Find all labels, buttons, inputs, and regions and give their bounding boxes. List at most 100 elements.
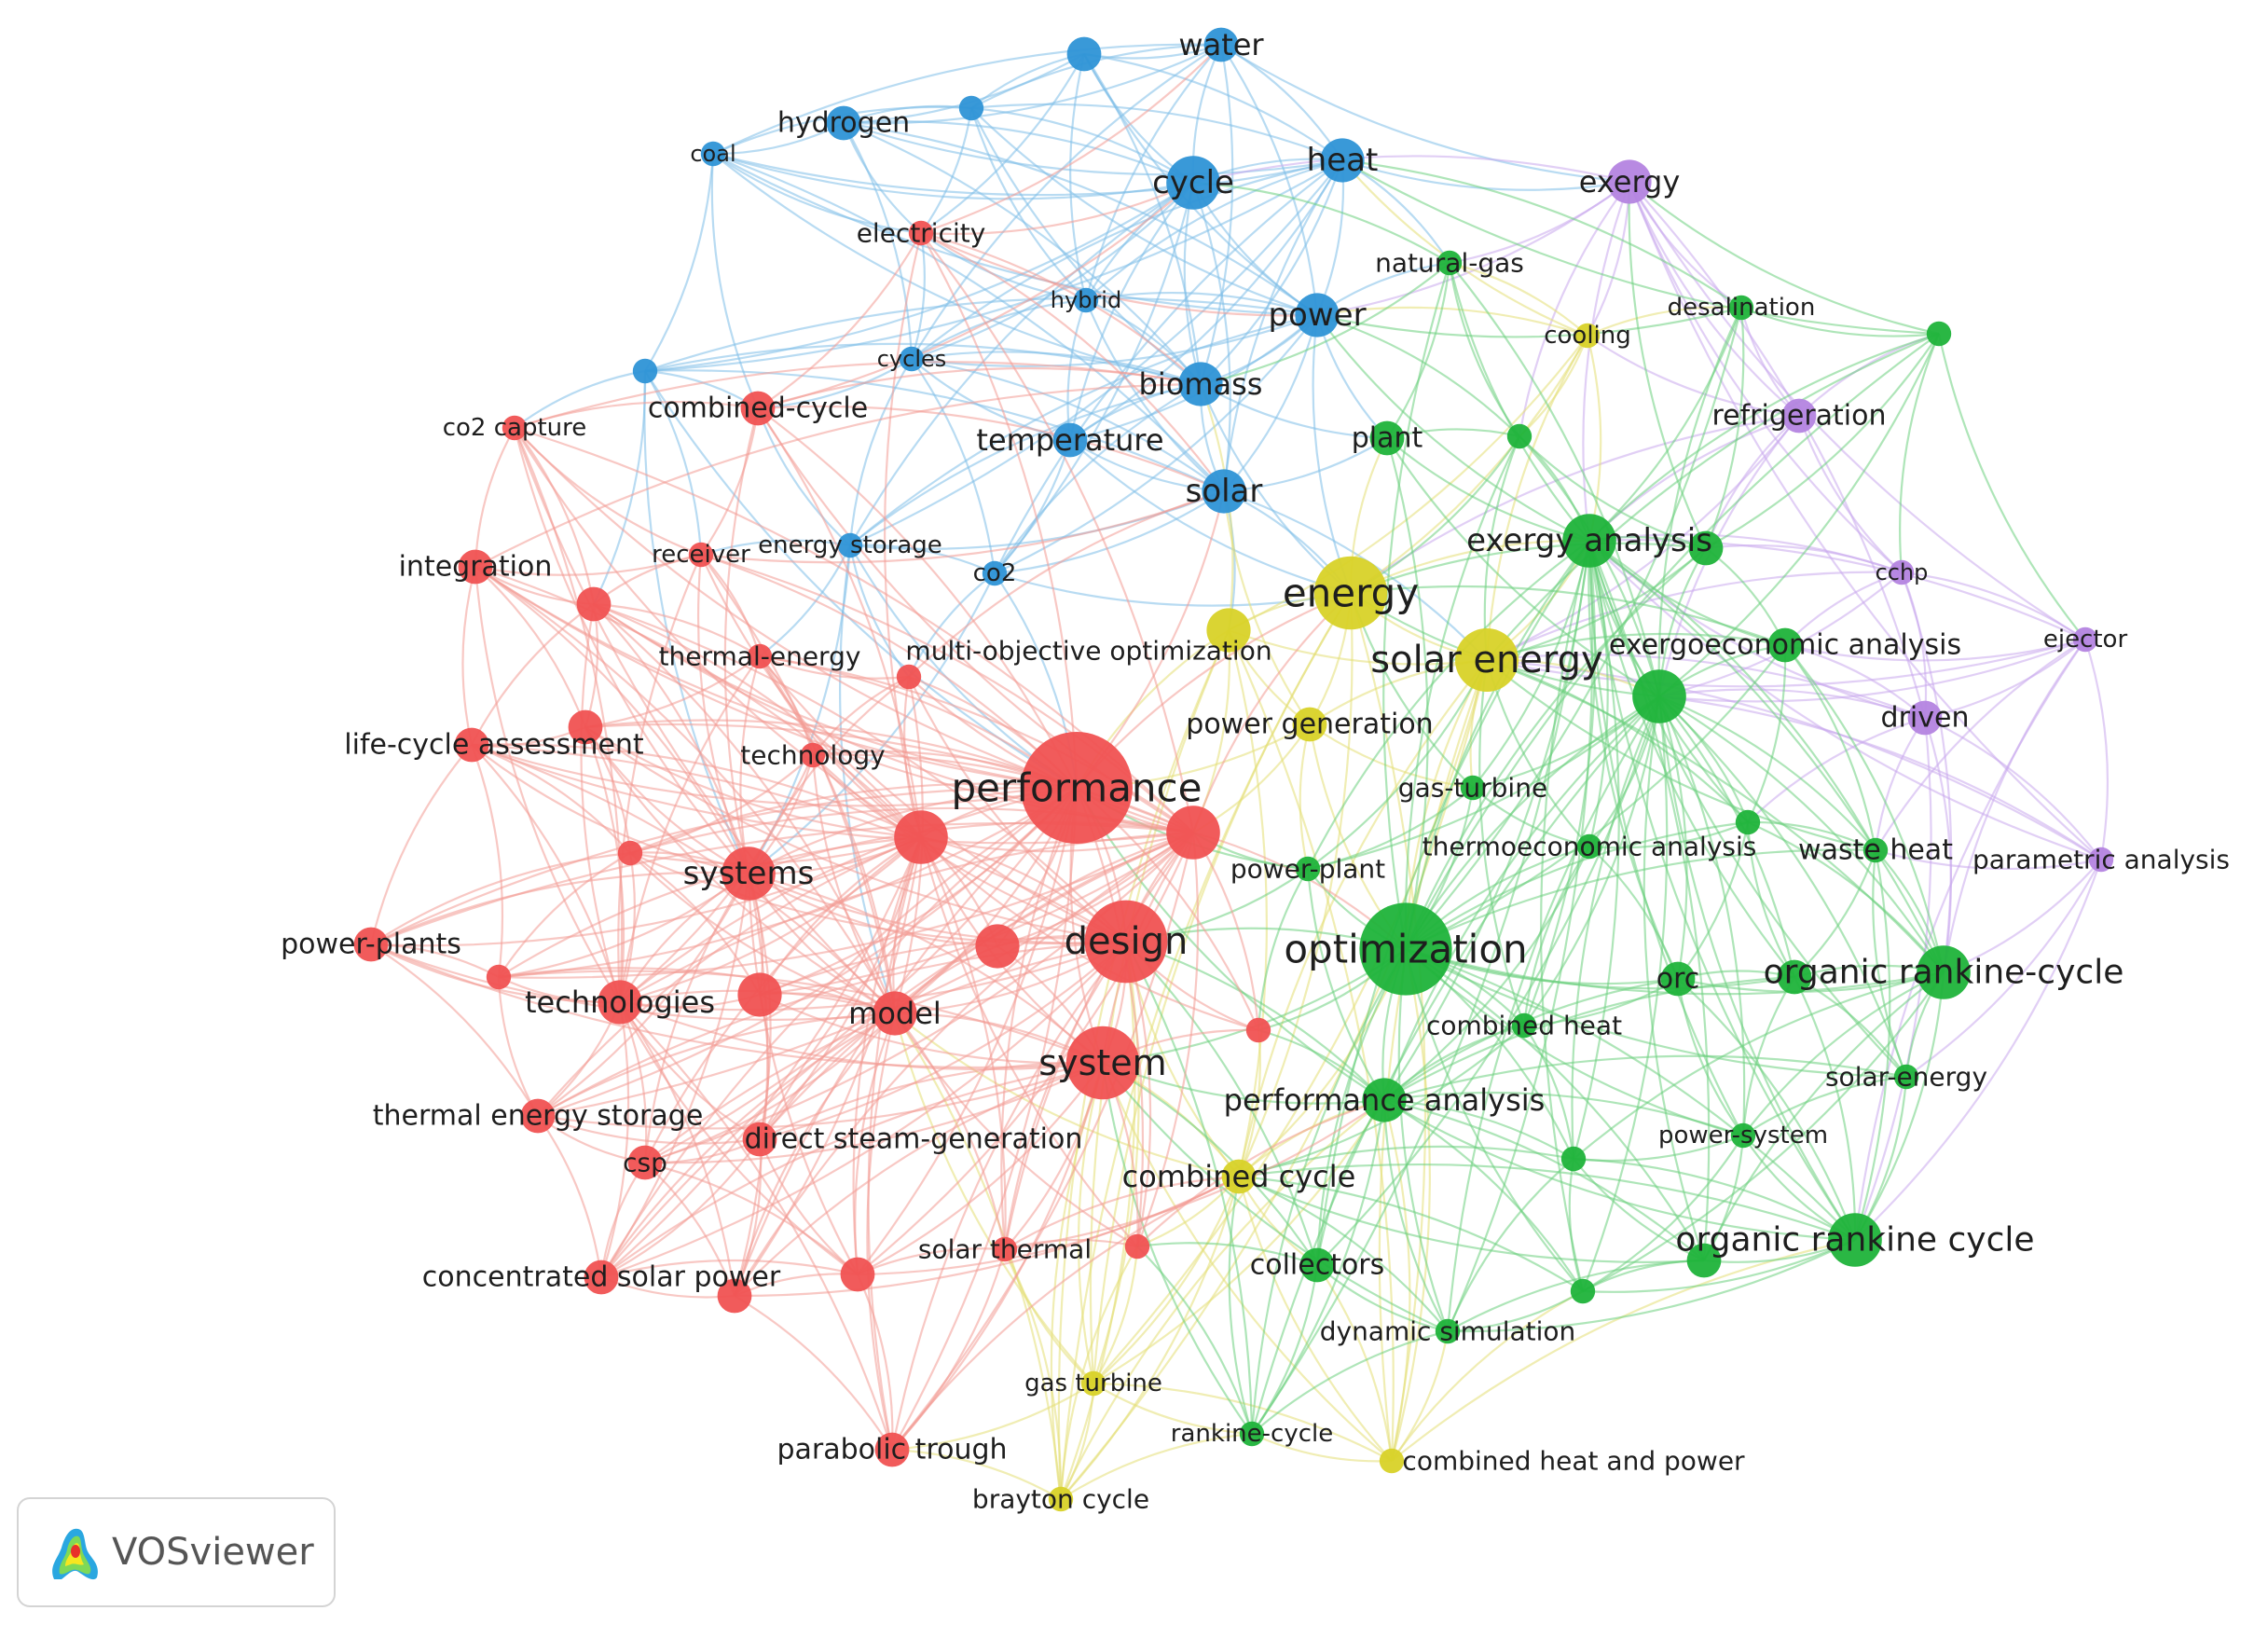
node-label-ejector[interactable]: ejector	[2043, 626, 2128, 654]
node-label-performance-analysis[interactable]: performance analysis	[1224, 1082, 1546, 1118]
node-exergy-analysis[interactable]	[1562, 514, 1616, 568]
node-label-multi-objective-optimization[interactable]: multi-objective optimization	[905, 636, 1271, 667]
node-temperature[interactable]	[1052, 422, 1088, 458]
node-energy-storage[interactable]	[837, 532, 863, 558]
node-red-mid-1[interactable]	[894, 810, 948, 864]
node-label-organic-rankine-cycle-h[interactable]: organic rankine-cycle	[1764, 954, 2124, 992]
node-label-biomass[interactable]: biomass	[1139, 366, 1263, 402]
node-label-gas-turbine-g[interactable]: gas-turbine	[1398, 773, 1547, 804]
node-label-hydrogen[interactable]: hydrogen	[777, 107, 910, 140]
node-coal[interactable]	[700, 141, 726, 167]
node-collectors[interactable]	[1299, 1247, 1335, 1283]
node-energy[interactable]	[1313, 556, 1388, 630]
node-red-sm-3[interactable]	[568, 709, 603, 745]
node-combined-cycle-y[interactable]	[1221, 1159, 1257, 1194]
node-label-integration[interactable]: integration	[399, 551, 553, 584]
node-thermal-energy[interactable]	[747, 643, 773, 669]
node-blue-top-1[interactable]	[1066, 36, 1102, 72]
node-red-sm-2[interactable]	[896, 664, 922, 690]
node-red-sm-1[interactable]	[576, 586, 612, 622]
node-label-co2-capture[interactable]: co2 capture	[443, 414, 587, 442]
node-label-combined-heat[interactable]: combined heat	[1426, 1011, 1622, 1041]
node-label-technology[interactable]: technology	[740, 740, 885, 771]
node-brayton-cycle[interactable]	[1048, 1486, 1074, 1512]
node-hybrid[interactable]	[1073, 287, 1099, 313]
node-ejector[interactable]	[2072, 626, 2098, 653]
node-label-performance[interactable]: performance	[952, 765, 1203, 811]
node-exergy[interactable]	[1607, 159, 1652, 204]
node-label-power[interactable]: power	[1268, 296, 1366, 334]
node-refrigeration[interactable]	[1781, 398, 1817, 434]
node-co2[interactable]	[982, 560, 1008, 586]
node-green-sm-3[interactable]	[1560, 1146, 1587, 1172]
node-label-solar-energy[interactable]: solar energy	[1370, 639, 1602, 681]
node-red-mid-2[interactable]	[1166, 805, 1220, 860]
node-systems[interactable]	[722, 847, 776, 901]
node-solar-energy-g[interactable]	[1893, 1064, 1919, 1090]
node-water[interactable]	[1203, 27, 1239, 62]
node-heat[interactable]	[1320, 138, 1365, 183]
node-parabolic-trough[interactable]	[874, 1432, 910, 1467]
node-green-orc-l[interactable]	[1777, 959, 1812, 995]
node-orc[interactable]	[1660, 961, 1696, 997]
node-natural-gas[interactable]	[1436, 250, 1463, 276]
node-label-desalination[interactable]: desalination	[1668, 294, 1816, 322]
node-label-exergoeconomic-analysis[interactable]: exergoeconomic analysis	[1609, 629, 1961, 662]
node-system[interactable]	[1065, 1026, 1140, 1100]
node-label-csp[interactable]: csp	[623, 1148, 667, 1178]
node-green-sm-1[interactable]	[1506, 423, 1532, 449]
node-blue-left[interactable]	[632, 358, 658, 384]
node-label-rankine-cycle[interactable]: rankine-cycle	[1171, 1420, 1333, 1448]
node-cycles[interactable]	[899, 346, 925, 372]
node-label-cycle[interactable]: cycle	[1152, 164, 1234, 201]
node-multi-objective-optimization[interactable]	[1206, 608, 1251, 653]
node-thermoeconomic-analysis[interactable]	[1576, 833, 1602, 860]
node-solar[interactable]	[1202, 469, 1246, 514]
node-label-gas-turbine[interactable]: gas turbine	[1024, 1370, 1162, 1397]
node-label-coal[interactable]: coal	[690, 141, 735, 167]
node-plant[interactable]	[1369, 420, 1405, 456]
node-cooling[interactable]	[1574, 323, 1601, 349]
node-co2-capture[interactable]	[502, 415, 528, 441]
node-label-brayton-cycle[interactable]: brayton cycle	[972, 1484, 1149, 1515]
node-red-sm-6[interactable]	[737, 972, 782, 1017]
node-label-combined-cycle-y[interactable]: combined cycle	[1122, 1159, 1356, 1194]
node-red-sm-10[interactable]	[717, 1278, 752, 1314]
node-label-power-plant[interactable]: power-plant	[1230, 854, 1385, 885]
node-label-cooling[interactable]: cooling	[1544, 322, 1631, 350]
node-label-waste-heat[interactable]: waste heat	[1798, 834, 1953, 867]
node-label-thermal-energy[interactable]: thermal-energy	[659, 641, 861, 672]
node-combined-heat-and-power[interactable]	[1379, 1448, 1405, 1474]
node-integration[interactable]	[458, 549, 493, 585]
node-label-parabolic-trough[interactable]: parabolic trough	[777, 1434, 1007, 1466]
node-receiver[interactable]	[688, 542, 714, 568]
node-thermal-energy-storage[interactable]	[520, 1098, 556, 1134]
node-label-natural-gas[interactable]: natural-gas	[1375, 248, 1524, 279]
node-label-power-generation[interactable]: power generation	[1186, 709, 1433, 741]
node-label-cycles[interactable]: cycles	[877, 346, 947, 372]
node-life-cycle-assessment[interactable]	[454, 727, 489, 763]
node-label-co2[interactable]: co2	[973, 559, 1017, 587]
node-label-solar-thermal[interactable]: solar thermal	[918, 1234, 1092, 1265]
node-performance[interactable]	[1021, 732, 1133, 844]
node-label-refrigeration[interactable]: refrigeration	[1711, 400, 1886, 433]
node-label-energy[interactable]: energy	[1283, 571, 1419, 616]
node-green-sm-2[interactable]	[1735, 809, 1761, 835]
vosviewer-badge[interactable]: VOSviewer	[17, 1497, 336, 1607]
node-gas-turbine[interactable]	[1080, 1370, 1106, 1397]
node-technologies[interactable]	[598, 980, 642, 1025]
node-dynamic-simulation[interactable]	[1435, 1318, 1461, 1344]
node-red-mid-3[interactable]	[975, 924, 1020, 969]
node-label-water[interactable]: water	[1178, 27, 1264, 62]
node-green-tr[interactable]	[1926, 321, 1952, 347]
node-label-solar[interactable]: solar	[1186, 473, 1263, 510]
node-label-design[interactable]: design	[1065, 920, 1189, 963]
node-label-orc[interactable]: orc	[1656, 963, 1700, 996]
node-optimization[interactable]	[1359, 902, 1452, 996]
node-red-sm-9[interactable]	[840, 1257, 875, 1292]
node-red-sm-7[interactable]	[1245, 1017, 1271, 1043]
node-label-technologies[interactable]: technologies	[525, 984, 715, 1020]
node-label-optimization[interactable]: optimization	[1284, 927, 1527, 972]
node-label-direct-steam-generation[interactable]: direct steam-generation	[745, 1123, 1083, 1156]
node-label-thermal-energy-storage[interactable]: thermal energy storage	[373, 1100, 704, 1133]
